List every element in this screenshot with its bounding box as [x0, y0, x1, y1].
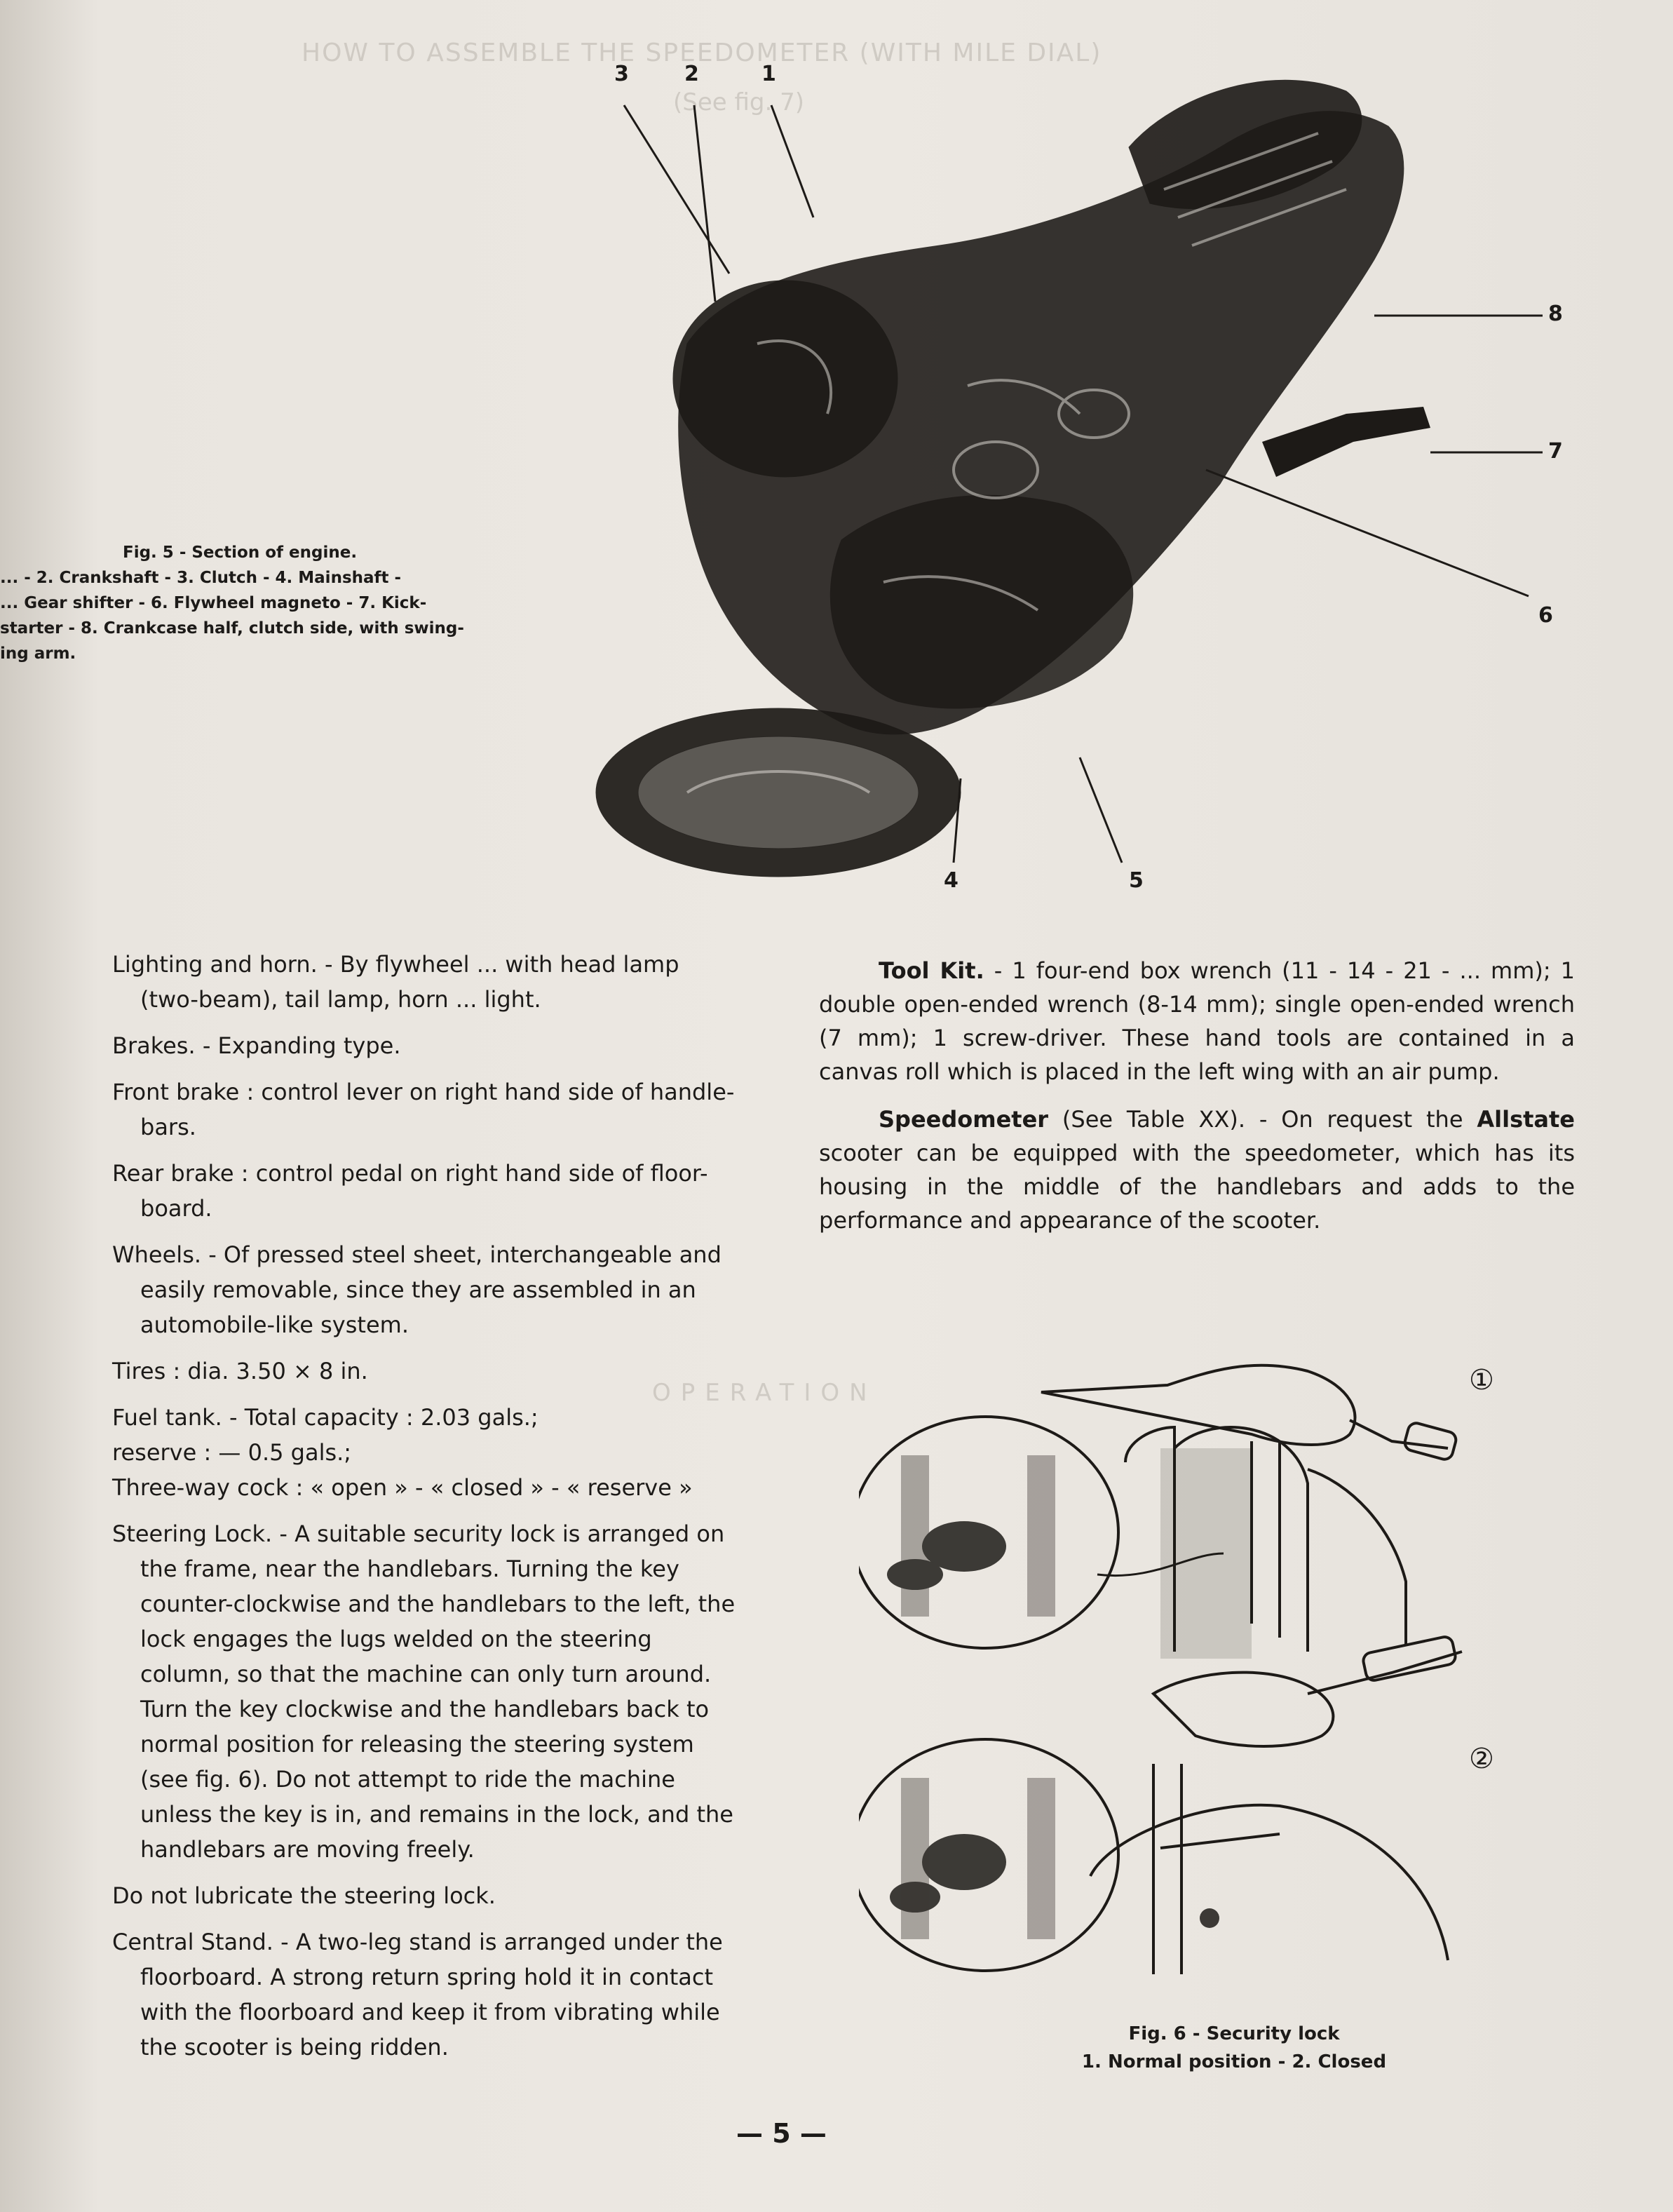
fig6-caption: Fig. 6 - Security lock 1. Normal positio…	[1010, 2020, 1458, 2076]
callout-label: 8	[1548, 302, 1563, 326]
rear-brake-paragraph: Rear brake : control pedal on right hand…	[112, 1160, 708, 1222]
fuel-tank-paragraph: Fuel tank. - Total capacity : 2.03 gals.…	[112, 1404, 539, 1431]
front-brake-paragraph: Front brake : control lever on right han…	[112, 1079, 735, 1140]
speedometer-text: (See Table XX). - On request the	[1048, 1106, 1477, 1133]
callout-label: 4	[944, 868, 959, 893]
fig5-caption: Fig. 5 - Section of engine. ... - 2. Cra…	[0, 540, 554, 666]
callout-label: 1	[761, 62, 776, 86]
brakes-paragraph: Brakes. - Expanding type.	[112, 1032, 401, 1059]
tool-kit-paragraph: Tool Kit. - 1 four-end box wrench (11 - …	[819, 954, 1575, 1088]
speedometer-text-continued: scooter can be equipped with the speedom…	[819, 1140, 1575, 1234]
tires-paragraph: Tires : dia. 3.50 × 8 in.	[112, 1358, 368, 1384]
three-way-cock-line: Three-way cock : « open » - « closed » -…	[112, 1474, 693, 1501]
right-column: Tool Kit. - 1 four-end box wrench (11 - …	[819, 954, 1575, 1251]
callout-label: 2	[684, 62, 699, 86]
speedometer-paragraph: Speedometer (See Table XX). - On request…	[819, 1102, 1575, 1237]
speedometer-label: Speedometer	[879, 1106, 1049, 1133]
engine-drawing	[595, 79, 1543, 877]
fig5-caption-line: ing arm.	[0, 645, 76, 663]
bleed-through-title: HOW TO ASSEMBLE THE SPEEDOMETER (WITH MI…	[302, 39, 1102, 67]
security-lock-drawing	[851, 1363, 1463, 1974]
fig5-caption-title: Fig. 5 - Section of engine.	[123, 544, 358, 562]
wheels-paragraph: Wheels. - Of pressed steel sheet, interc…	[112, 1241, 722, 1338]
callout-label: 5	[1129, 868, 1144, 893]
fig5-caption-line: starter - 8. Crankcase half, clutch side…	[0, 619, 464, 638]
bleed-through-operation: OPERATION	[652, 1379, 877, 1407]
fig5-caption-line: ... - 2. Crankshaft - 3. Clutch - 4. Mai…	[0, 569, 402, 587]
callout-label: 6	[1538, 603, 1553, 628]
allstate-brand: Allstate	[1477, 1106, 1575, 1133]
position-marker-2: ②	[1469, 1743, 1494, 1775]
fig5-caption-line: ... Gear shifter - 6. Flywheel magneto -…	[0, 594, 427, 612]
steering-lock-paragraph: Steering Lock. - A suitable security loc…	[112, 1520, 736, 1863]
central-stand-paragraph: Central Stand. - A two-leg stand is arra…	[112, 1929, 723, 2061]
tool-kit-text: - 1 four-end box wrench (11 - 14 - 21 - …	[819, 957, 1576, 1085]
fig6-caption-subtitle: 1. Normal position - 2. Closed	[1081, 2051, 1387, 2072]
page-number: — 5 —	[736, 2118, 827, 2149]
security-lock-illustration: ① ②	[851, 1343, 1574, 2016]
reserve-line: reserve : — 0.5 gals.;	[112, 1439, 352, 1466]
lighting-paragraph: Lighting and horn. - By flywheel ... wit…	[112, 951, 679, 1013]
callout-label: 3	[614, 62, 629, 86]
callout-label: 7	[1548, 439, 1563, 464]
tool-kit-label: Tool Kit.	[879, 957, 984, 984]
left-column: Lighting and horn. - By flywheel ... wit…	[0, 947, 743, 2076]
position-marker-1: ①	[1469, 1364, 1494, 1396]
fig6-caption-title: Fig. 6 - Security lock	[1128, 2023, 1340, 2044]
engine-section-illustration: 3 2 1 8 7 6 4 5	[547, 49, 1571, 905]
lubricate-note: Do not lubricate the steering lock.	[112, 1882, 496, 1909]
